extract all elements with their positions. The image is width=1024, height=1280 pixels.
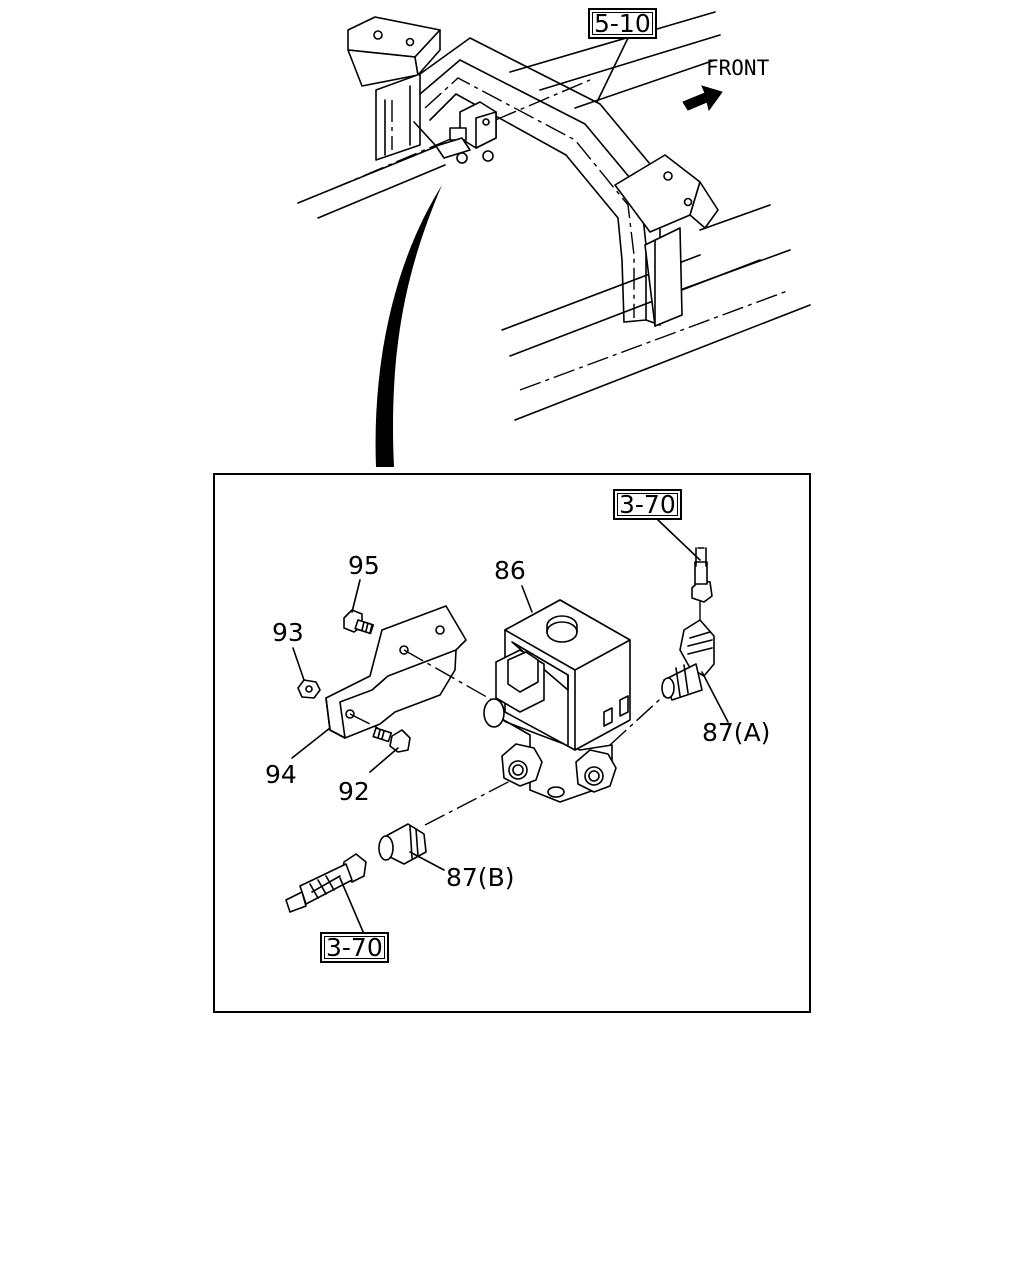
part-label-95: 95 bbox=[348, 551, 380, 580]
part-label-93: 93 bbox=[272, 618, 304, 647]
pipe-upper-end bbox=[691, 547, 713, 603]
valve-location-mini bbox=[413, 101, 497, 164]
detail-frame bbox=[213, 473, 811, 1013]
chassis-frame-view bbox=[297, 11, 811, 421]
part-label-87b: 87(B) bbox=[446, 863, 515, 892]
ref-5-10: 5-10 bbox=[588, 8, 657, 39]
solenoid-valve-86 bbox=[483, 599, 631, 803]
leader-87b bbox=[409, 851, 445, 871]
leader-93 bbox=[292, 647, 305, 681]
bolt-92 bbox=[372, 727, 411, 753]
detail-pointer bbox=[375, 185, 442, 467]
front-arrow-icon bbox=[682, 85, 723, 112]
solenoid-valve-detail bbox=[285, 519, 729, 935]
pipe-lower-end bbox=[285, 853, 367, 913]
part-label-92: 92 bbox=[338, 777, 370, 806]
ref-3-70-upper: 3-70 bbox=[613, 489, 682, 520]
leader-370-lower bbox=[339, 877, 365, 935]
part-label-87a: 87(A) bbox=[702, 718, 771, 747]
bolt-95 bbox=[343, 609, 375, 635]
ref-3-70-lower: 3-70 bbox=[320, 932, 389, 963]
front-label: FRONT bbox=[706, 56, 770, 80]
leader-86 bbox=[521, 585, 533, 613]
fitting-87b bbox=[378, 823, 427, 865]
leader-87a bbox=[701, 671, 729, 723]
fitting-87a bbox=[661, 619, 715, 701]
part-label-94: 94 bbox=[265, 760, 297, 789]
leader-94 bbox=[291, 727, 331, 759]
leader-95 bbox=[351, 579, 361, 613]
leader-370-upper bbox=[657, 519, 701, 561]
leader-92 bbox=[369, 747, 399, 773]
nut-93 bbox=[297, 679, 321, 699]
part-label-86: 86 bbox=[494, 556, 526, 585]
bracket-94 bbox=[325, 605, 467, 739]
